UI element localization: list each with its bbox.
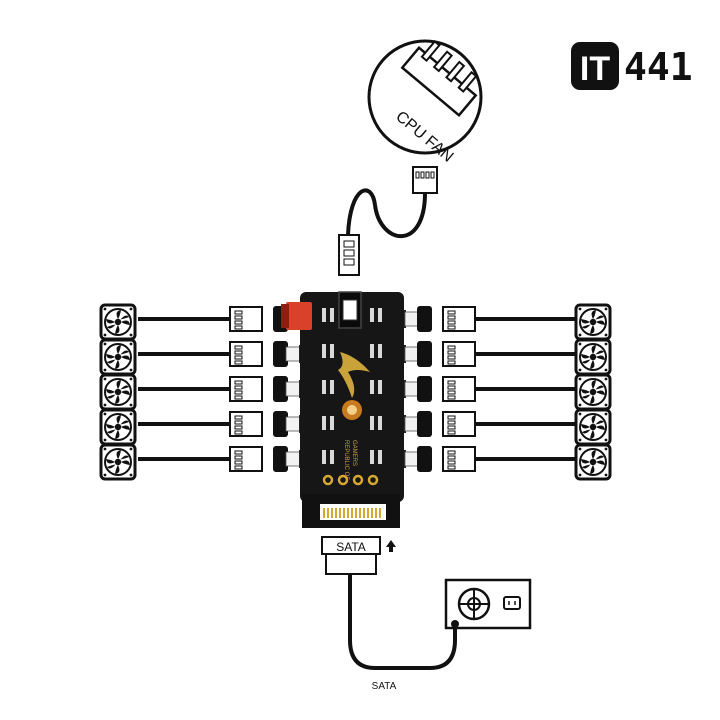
cpu-fan-header-icon (400, 40, 478, 118)
fan-connector-right-3 (442, 376, 476, 402)
right-fans (574, 303, 612, 481)
left-fan-cables (138, 317, 230, 461)
right-fan-cables (475, 317, 576, 461)
arrow-up-icon (386, 540, 396, 552)
fan-connector-right-1 (442, 306, 476, 332)
fan-connector-left-5 (229, 446, 263, 472)
left-fans (99, 303, 137, 481)
sata-cable-label: SATA (372, 681, 397, 692)
fan-icon (574, 338, 612, 376)
cpu-fan-header-badge: CPU FAN (367, 39, 483, 166)
brand-logo-box-text: IT (580, 50, 610, 88)
fan-icon (574, 408, 612, 446)
fan-connector-left-1 (229, 306, 263, 332)
fan-connector-right-5 (442, 446, 476, 472)
fan-icon (99, 408, 137, 446)
fan-icon (574, 373, 612, 411)
hub-text-line2: GAMERS (351, 440, 357, 466)
right-fan-connectors (442, 306, 476, 472)
fan-connector-left-4 (229, 411, 263, 437)
fan-icon (99, 373, 137, 411)
sata-cable (348, 574, 457, 670)
sata-connector-label: SATA (336, 540, 366, 554)
sata-connector: SATA (321, 536, 396, 575)
fan-icon (574, 443, 612, 481)
fan-connector-right-2 (442, 341, 476, 367)
brand-logo-number: 441 (624, 45, 693, 89)
brand-logo: IT 441 (571, 42, 693, 90)
fan-hub-board: REPUBLIC OF GAMERS (272, 291, 433, 528)
fan-icon (99, 303, 137, 341)
fan-connector-left-3 (229, 376, 263, 402)
cpu-fan-plug (412, 166, 438, 194)
brand-logo-box (571, 42, 619, 90)
cpu-fan-cable (338, 166, 438, 276)
fan-connector-right-4 (442, 411, 476, 437)
fan-icon (99, 443, 137, 481)
left-fan-connectors (229, 306, 263, 472)
cpu-input-port (286, 302, 312, 330)
fan-connector-left-2 (229, 341, 263, 367)
hub-text-line1: REPUBLIC OF (343, 440, 349, 480)
fan-icon (99, 338, 137, 376)
fan-icon (574, 303, 612, 341)
power-supply-icon (444, 578, 532, 630)
power-socket-icon (503, 596, 521, 610)
rog-logo (338, 352, 370, 398)
